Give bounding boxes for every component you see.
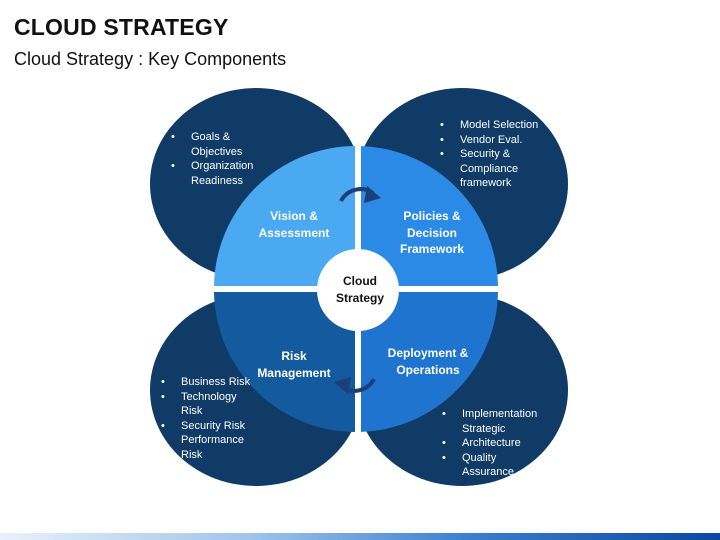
list-item: Model Selection bbox=[436, 118, 556, 133]
page-subtitle: Cloud Strategy : Key Components bbox=[14, 49, 287, 69]
bullets-top-left: Goals & Objectives Organization Readines… bbox=[167, 130, 277, 188]
arrow-top-icon bbox=[339, 186, 381, 203]
quadrant-bottom-right bbox=[360, 292, 498, 432]
label-vision-assessment: Vision & Assessment bbox=[258, 209, 330, 240]
list-item: Security & Compliance framework bbox=[436, 147, 556, 191]
center-label: Cloud Strategy bbox=[335, 274, 385, 305]
bullets-bottom-right: Implementation Strategic Architecture Qu… bbox=[438, 407, 548, 480]
list-item: Organization Readiness bbox=[167, 159, 277, 188]
arrow-bottom-icon bbox=[334, 377, 376, 394]
list-item: Goals & Objectives bbox=[167, 130, 277, 159]
quadrant-bottom-left bbox=[214, 292, 356, 432]
label-risk-management: Risk Management bbox=[257, 349, 331, 380]
list-item: Performance Risk bbox=[157, 433, 257, 462]
bottom-accent-bar bbox=[0, 533, 720, 540]
bullets-top-right: Model Selection Vendor Eval. Security & … bbox=[436, 118, 556, 191]
list-item: Implementation Strategic bbox=[438, 407, 548, 436]
quadrant-top-right bbox=[360, 146, 499, 288]
list-item: Technology Risk bbox=[157, 390, 257, 419]
label-deployment-operations: Deployment & Operations bbox=[387, 346, 469, 377]
list-item: Quality Assurance bbox=[438, 451, 548, 480]
page-title: CLOUD STRATEGY bbox=[14, 14, 229, 40]
list-item: Security Risk bbox=[157, 419, 257, 434]
center-circle bbox=[317, 249, 399, 331]
list-item: Vendor Eval. bbox=[436, 133, 556, 148]
list-item: Architecture bbox=[438, 436, 548, 451]
quadrant-top-left bbox=[214, 146, 356, 288]
label-policies-framework: Policies & Decision Framework bbox=[399, 209, 465, 256]
bullets-bottom-left: Business Risk Technology Risk Security R… bbox=[157, 375, 257, 462]
list-item: Business Risk bbox=[157, 375, 257, 390]
